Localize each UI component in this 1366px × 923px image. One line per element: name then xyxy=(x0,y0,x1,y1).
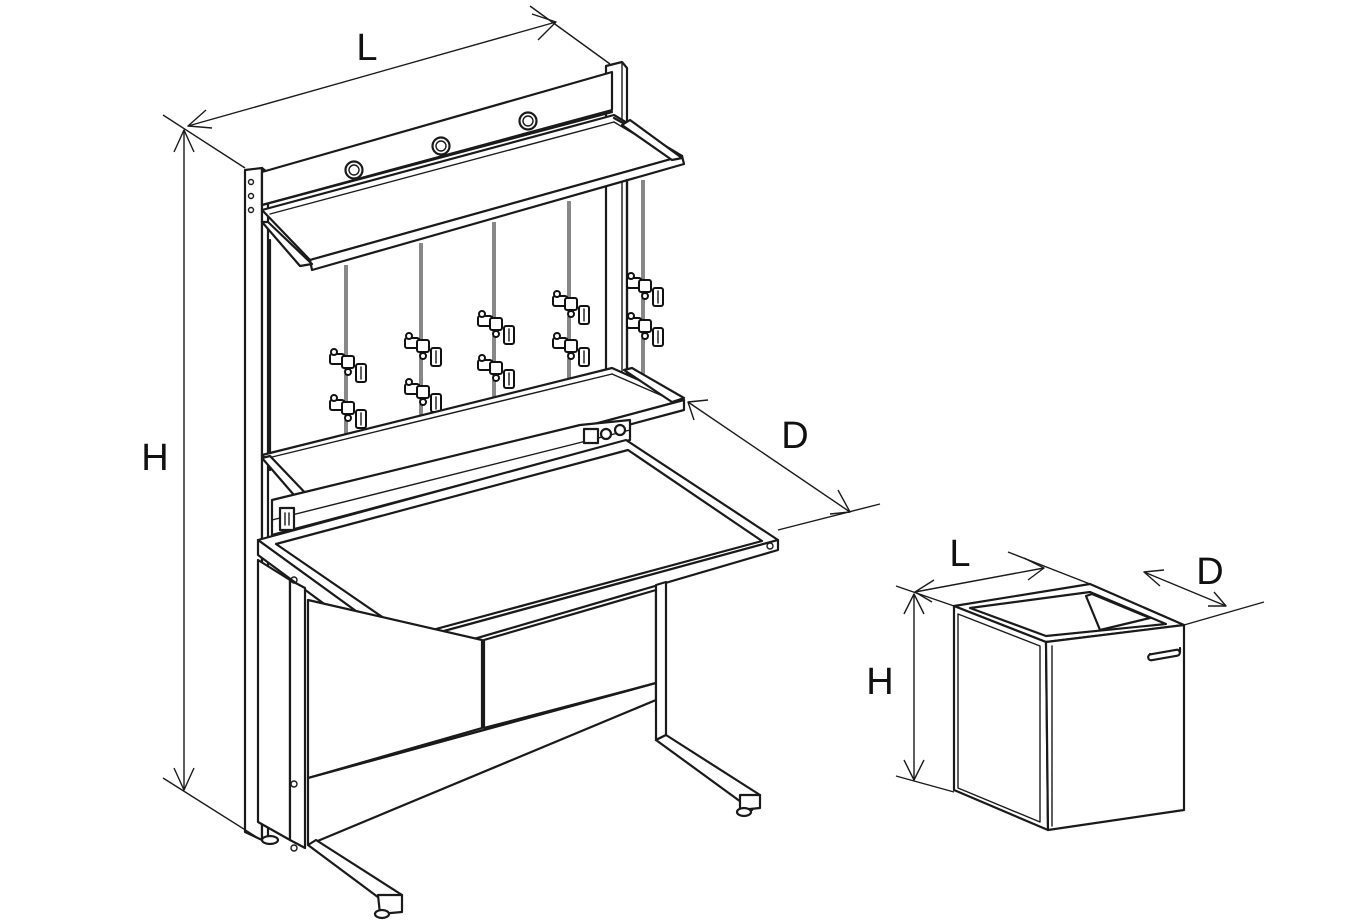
cable-hole xyxy=(518,111,538,131)
clamps xyxy=(329,272,664,429)
height-label: H xyxy=(141,437,168,479)
rod-clamp xyxy=(404,378,442,413)
power-strip xyxy=(270,418,632,537)
top-shelf xyxy=(260,113,686,272)
cabinet-depth-label: D xyxy=(1196,551,1223,593)
length-dimension-line xyxy=(187,21,557,127)
rod-clamp xyxy=(626,312,664,347)
depth-dimension-line xyxy=(687,401,851,513)
rod-clamp xyxy=(477,354,515,389)
rod-clamp xyxy=(552,290,590,325)
rod-clamp xyxy=(329,348,367,383)
rod-clamp xyxy=(404,332,442,367)
workbench: L H D xyxy=(141,5,881,920)
cable-hole xyxy=(344,160,364,180)
rod-clamp xyxy=(329,394,367,429)
cabinet-depth-line xyxy=(1143,571,1227,607)
rod-clamp xyxy=(477,310,515,345)
depth-label: D xyxy=(781,415,808,457)
cable-hole xyxy=(431,136,451,156)
length-label: L xyxy=(356,27,377,69)
outlet-icon xyxy=(599,427,613,441)
cabinet-length-line xyxy=(914,567,1045,593)
rod-clamp xyxy=(626,272,664,307)
top-rear-panel xyxy=(260,70,614,207)
cabinet: L D H xyxy=(866,533,1265,832)
cabinet-dimensions: L D H xyxy=(866,533,1265,793)
outlet-icon xyxy=(613,423,627,437)
rod-clamp xyxy=(552,332,590,367)
lower-frame xyxy=(256,558,762,920)
cabinet-length-label: L xyxy=(949,533,970,575)
outlet-icon xyxy=(582,427,600,445)
outlet-icon xyxy=(278,506,296,532)
workbench-dimensions: L H D xyxy=(141,5,881,839)
cabinet-height-label: H xyxy=(866,661,893,703)
door-handle xyxy=(1147,648,1181,662)
